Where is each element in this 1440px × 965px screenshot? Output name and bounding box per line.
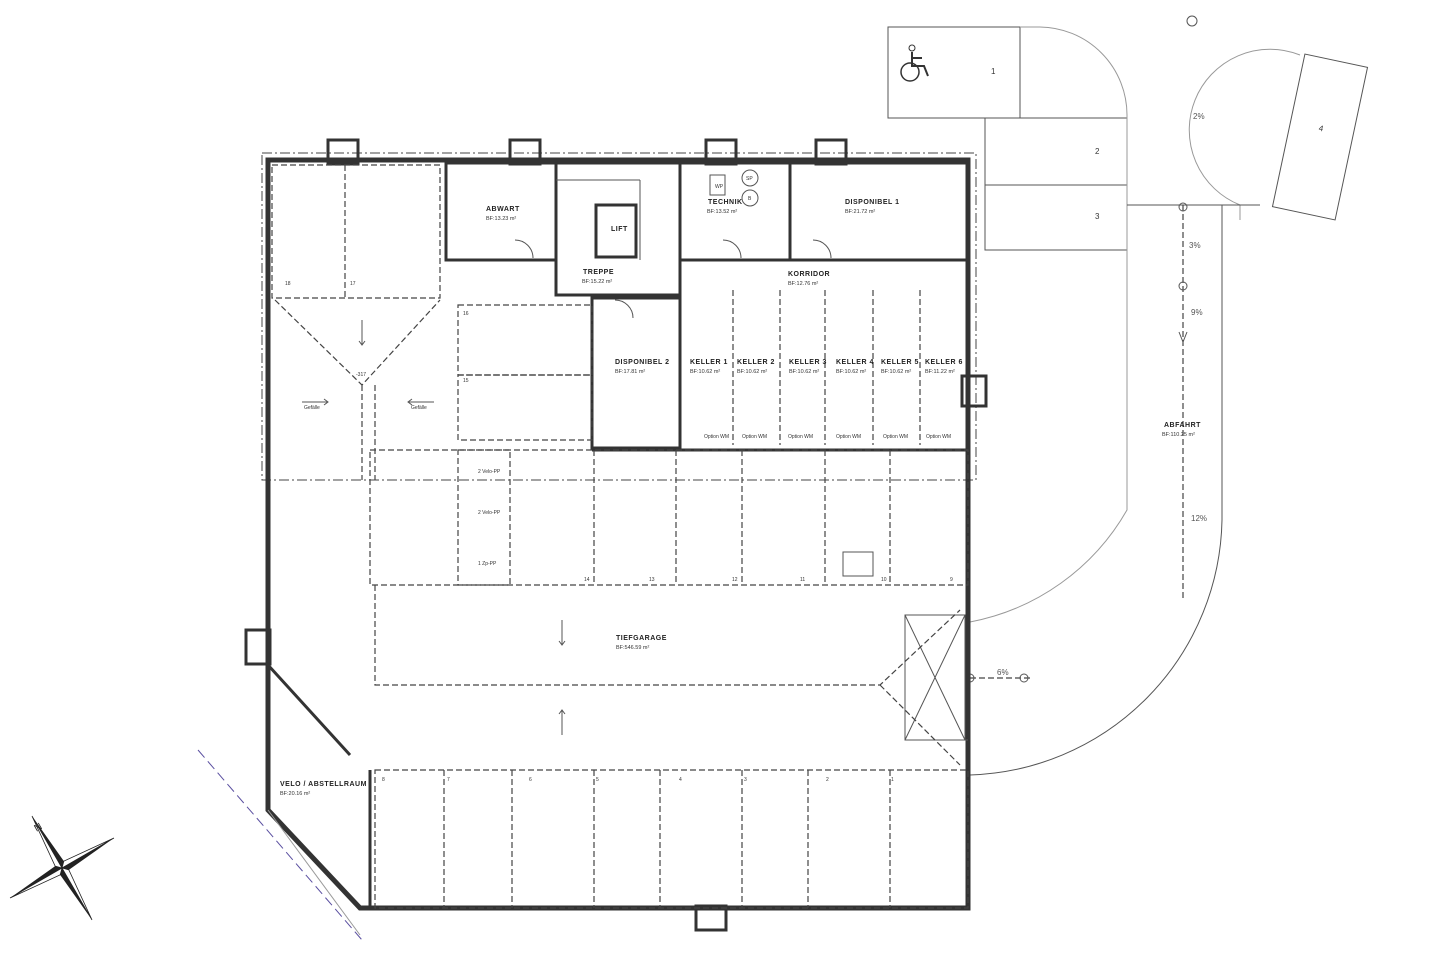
room-note: Option WM (704, 434, 729, 440)
north-label: N (33, 821, 45, 834)
room-name: VELO / ABSTELLRAUM (280, 781, 367, 788)
parking-number: 7 (447, 777, 450, 783)
room-area: BF:11.22 m² (925, 369, 955, 375)
room-name: KELLER 5 (881, 359, 919, 366)
room-name: KELLER 3 (789, 359, 827, 366)
slope-label: 3% (1189, 241, 1201, 250)
room-area: BF:12.76 m² (788, 281, 818, 287)
keller-5: KELLER 5 BF:10.62 m² Option WM (881, 359, 919, 440)
room-area: BF:10.62 m² (836, 369, 866, 375)
parking-number: 15 (463, 378, 469, 384)
parking-number: 12 (732, 577, 738, 583)
room-name: KELLER 1 (690, 359, 728, 366)
room-name: DISPONIBEL 1 (845, 199, 900, 206)
room-name: ABWART (486, 206, 520, 213)
room-area: BF:10.62 m² (690, 369, 720, 375)
room-area: BF:21.72 m² (845, 209, 875, 215)
parking-number: 6 (529, 777, 532, 783)
room-name: KELLER 4 (836, 359, 874, 366)
room-name: TECHNIK (708, 199, 743, 206)
slope-annotation: Gefälle (411, 405, 427, 411)
room-area: BF:17.81 m² (615, 369, 645, 375)
equipment-label: B (748, 196, 752, 202)
keller-1: KELLER 1 BF:10.62 m² Option WM (690, 359, 729, 440)
room-name: KELLER 2 (737, 359, 775, 366)
moto-parking-label: 1 Zp-PP (478, 561, 497, 567)
parking-number: 11 (800, 577, 805, 583)
outside-parking-1 (887, 26, 1021, 119)
outside-parking: 1 2 3 4 (887, 26, 1369, 251)
parking-number: 13 (649, 577, 655, 583)
keller-2: KELLER 2 BF:10.62 m² Option WM (737, 359, 775, 440)
slope-label: 6% (997, 668, 1009, 677)
parking-number: 9 (950, 577, 953, 583)
room-note: Option WM (836, 434, 861, 440)
room-area: BF:10.62 m² (881, 369, 911, 375)
room-name: TREPPE (583, 269, 614, 276)
slope-arrow (302, 320, 566, 735)
room-name: TIEFGARAGE (616, 635, 667, 642)
keller-3: KELLER 3 BF:10.62 m² Option WM (788, 359, 827, 440)
wheelchair-icon (900, 44, 929, 82)
room-name: KORRIDOR (788, 271, 830, 278)
level-label: -317 (356, 372, 366, 378)
equipment-label: WP (715, 184, 724, 190)
room-name: ABFAHRT (1164, 422, 1201, 429)
outside-parking-label: 4 (1318, 124, 1325, 134)
parking-number: 10 (881, 577, 887, 583)
slope-annotation: Gefälle (304, 405, 320, 411)
room-area: BF:10.62 m² (737, 369, 767, 375)
parking-number: 17 (350, 281, 356, 287)
parking-number: 2 (826, 777, 829, 783)
slope-label: 12% (1191, 514, 1207, 523)
room-area: BF:20.16 m² (280, 791, 310, 797)
marker-circle (1186, 15, 1198, 27)
room-note: Option WM (883, 434, 908, 440)
garage-parking: 18 17 16 15 14 13 12 11 10 9 8 7 6 5 4 3… (271, 164, 969, 909)
outside-parking-label: 3 (1095, 212, 1100, 221)
room-note: Option WM (788, 434, 813, 440)
parking-number: 4 (679, 777, 682, 783)
parking-number: 1 (891, 777, 894, 783)
compass-rose-icon: N (9, 815, 115, 921)
room-name: KELLER 6 (925, 359, 963, 366)
parking-number: 14 (584, 577, 590, 583)
parking-number: 3 (744, 777, 747, 783)
room-note: Option WM (742, 434, 767, 440)
outside-parking-4: 4 (1271, 53, 1369, 221)
outside-parking-label: 2 (1095, 147, 1100, 156)
rooms: ABWART BF:13.23 m² LIFT TREPPE BF:15.22 … (444, 161, 970, 452)
slope-label: 9% (1191, 308, 1203, 317)
ramp-abfahrt: 2% 3% 9% 12% 6% ABFAHRT BF:110.25 m² (965, 15, 1301, 776)
room-area: BF:13.52 m² (707, 209, 737, 215)
slope-label: 2% (1193, 112, 1205, 121)
parking-number: 5 (596, 777, 599, 783)
room-note: Option WM (926, 434, 951, 440)
room-area: BF:15.22 m² (582, 279, 612, 285)
room-area: BF:546.59 m² (616, 645, 649, 651)
room-name: DISPONIBEL 2 (615, 359, 670, 366)
equipment-label: SP (746, 176, 753, 182)
keller-6: KELLER 6 BF:11.22 m² Option WM (925, 359, 963, 440)
outside-parking-label: 1 (991, 67, 996, 76)
room-area: BF:110.25 m² (1162, 432, 1195, 438)
bike-parking-label: 2 Velo-PP (478, 510, 501, 516)
room-area: BF:10.62 m² (789, 369, 819, 375)
room-area: BF:13.23 m² (486, 216, 516, 222)
room-name: LIFT (611, 226, 628, 233)
parking-number: 16 (463, 311, 469, 317)
property-line (197, 749, 363, 941)
parking-number: 8 (382, 777, 385, 783)
keller-4: KELLER 4 BF:10.62 m² Option WM (836, 359, 874, 440)
parking-number: 18 (285, 281, 291, 287)
bike-parking-label: 2 Velo-PP (478, 469, 501, 475)
outside-parking-2-3 (984, 117, 1128, 251)
